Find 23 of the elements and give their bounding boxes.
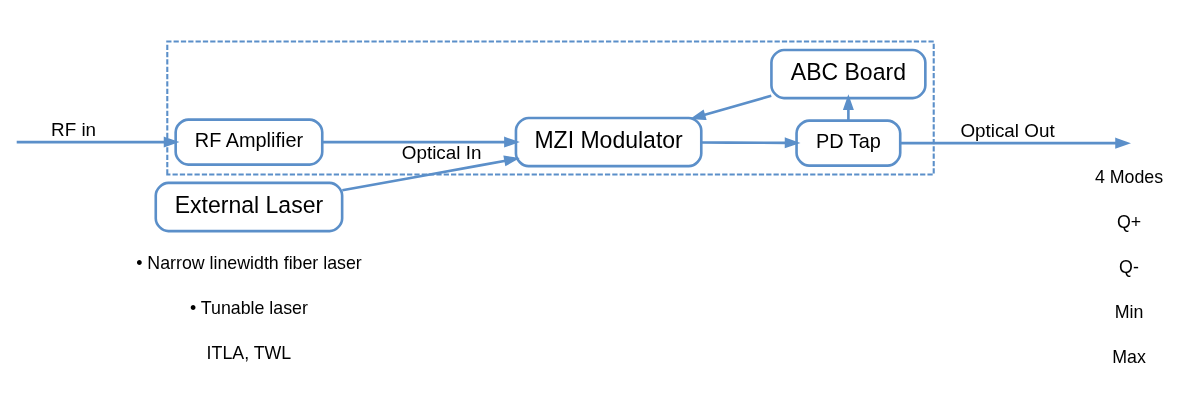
node-box: PD Tap (795, 118, 902, 167)
label: Q- (1119, 256, 1139, 277)
label: Min (1114, 301, 1144, 322)
label: ITLA, TWL (206, 342, 292, 363)
node-box: MZI Modulator (514, 116, 703, 167)
arrow (842, 93, 854, 120)
label: • Tunable laser (189, 297, 308, 318)
node-box: RF Amplifier (174, 117, 324, 166)
node-box: External Laser (154, 181, 344, 232)
edge-label: Optical In (401, 141, 482, 163)
arrow (16, 136, 180, 148)
edge-label: RF in (51, 118, 97, 140)
arrow (322, 136, 520, 148)
arrow (689, 94, 772, 120)
label: • Narrow linewidth fiber laser (136, 252, 362, 273)
arrow (342, 155, 520, 192)
node-box: ABC Board (770, 48, 927, 99)
label: Max (1112, 346, 1146, 367)
label: Q+ (1116, 211, 1142, 232)
arrow (701, 136, 801, 148)
edge-label: Optical Out (960, 119, 1055, 141)
label: 4 Modes (1094, 166, 1164, 187)
cluster (166, 40, 935, 176)
